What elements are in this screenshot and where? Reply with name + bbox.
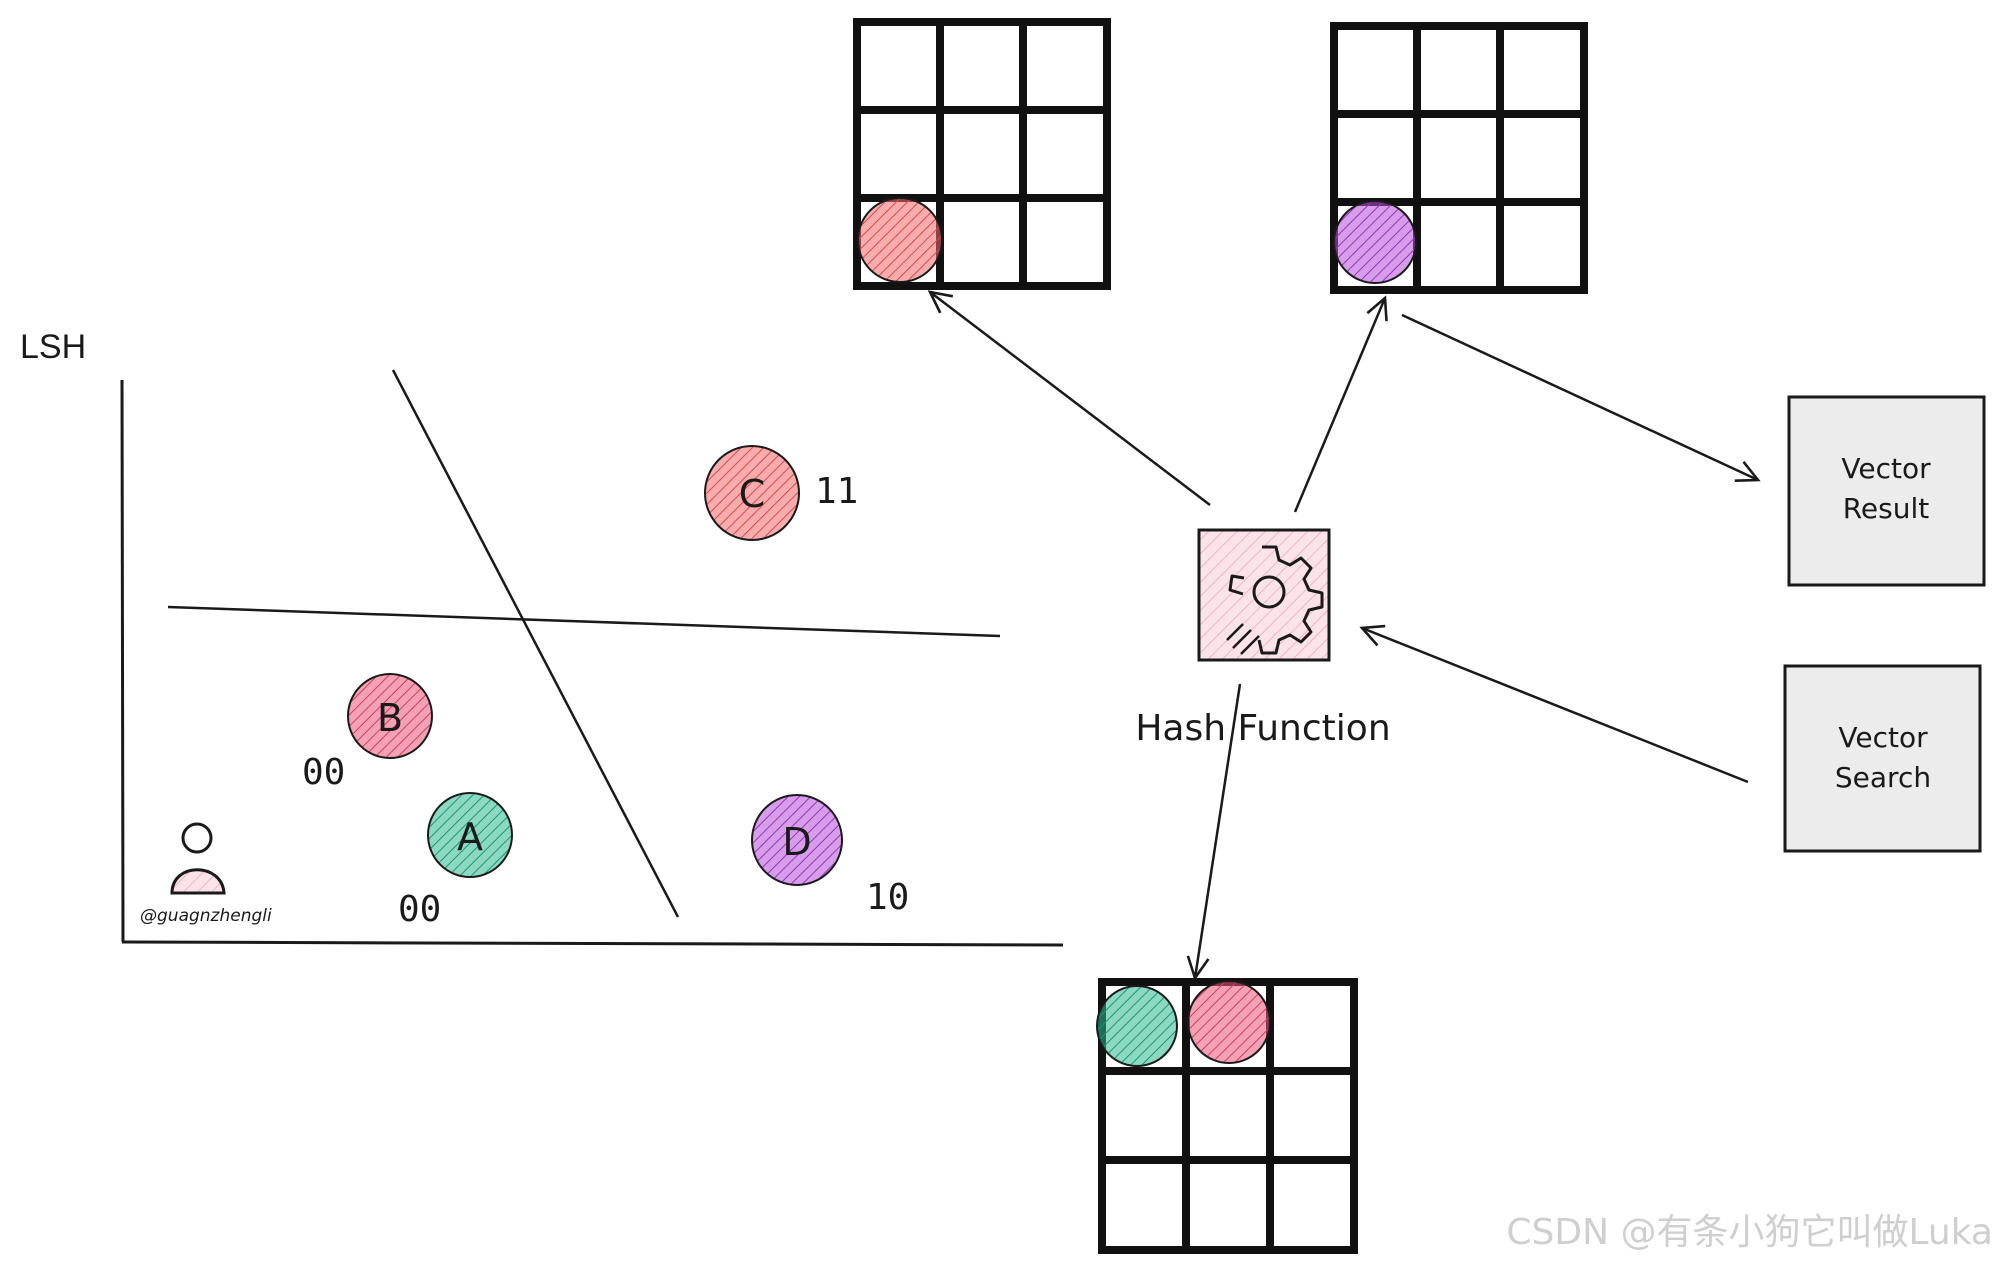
hyperplane-horizontal (167, 605, 1001, 638)
point-a-letter: A (457, 815, 483, 859)
vector-result-line1: Vector (1841, 452, 1931, 485)
watermark: CSDN @有条小狗它叫做Luka (1506, 1212, 1993, 1253)
point-a-code: 00 (398, 889, 441, 930)
hyperplanes (167, 369, 1001, 918)
point-d-code: 10 (866, 877, 909, 918)
avatar (170, 822, 226, 895)
point-b-code: 00 (302, 752, 345, 793)
bucket-bottom-ball-a (1096, 985, 1178, 1067)
diagram-title: LSH (20, 328, 86, 366)
point-c: C (704, 445, 800, 541)
bucket-bottom-ball-b (1187, 980, 1271, 1064)
vector-search-box: Vector Search (1783, 664, 1982, 853)
arrows (930, 292, 1758, 978)
hash-function-label: Hash Function (1135, 708, 1390, 749)
arrow-hash-to-top-left (930, 292, 1211, 506)
point-c-code: 11 (815, 471, 858, 512)
axes (120, 379, 1064, 947)
point-b-letter: B (377, 696, 403, 740)
point-a: A (427, 792, 513, 878)
arrow-top-right-to-result (1401, 313, 1758, 480)
point-d: D (751, 794, 843, 886)
gear-icon (1226, 545, 1324, 655)
arrow-search-to-hash (1362, 628, 1749, 784)
vector-result-line2: Result (1843, 492, 1930, 525)
vector-result-box: Vector Result (1787, 395, 1986, 587)
x-axis (121, 940, 1064, 947)
point-c-letter: C (739, 472, 766, 516)
arrow-hash-to-top-right (1293, 298, 1385, 513)
vector-search-line1: Vector (1838, 721, 1928, 754)
vector-search-line2: Search (1835, 761, 1931, 794)
hyperplane-diagonal (391, 369, 680, 918)
point-b: B (347, 673, 433, 759)
y-axis (120, 379, 125, 943)
hash-function-box (1197, 528, 1331, 662)
author-credit: @guagnzhengli (140, 906, 272, 926)
arrow-hash-to-bottom (1195, 683, 1242, 978)
bucket-top-right-ball-d (1333, 200, 1417, 284)
bucket-top-left-ball-c (857, 197, 943, 283)
point-d-letter: D (782, 820, 811, 864)
